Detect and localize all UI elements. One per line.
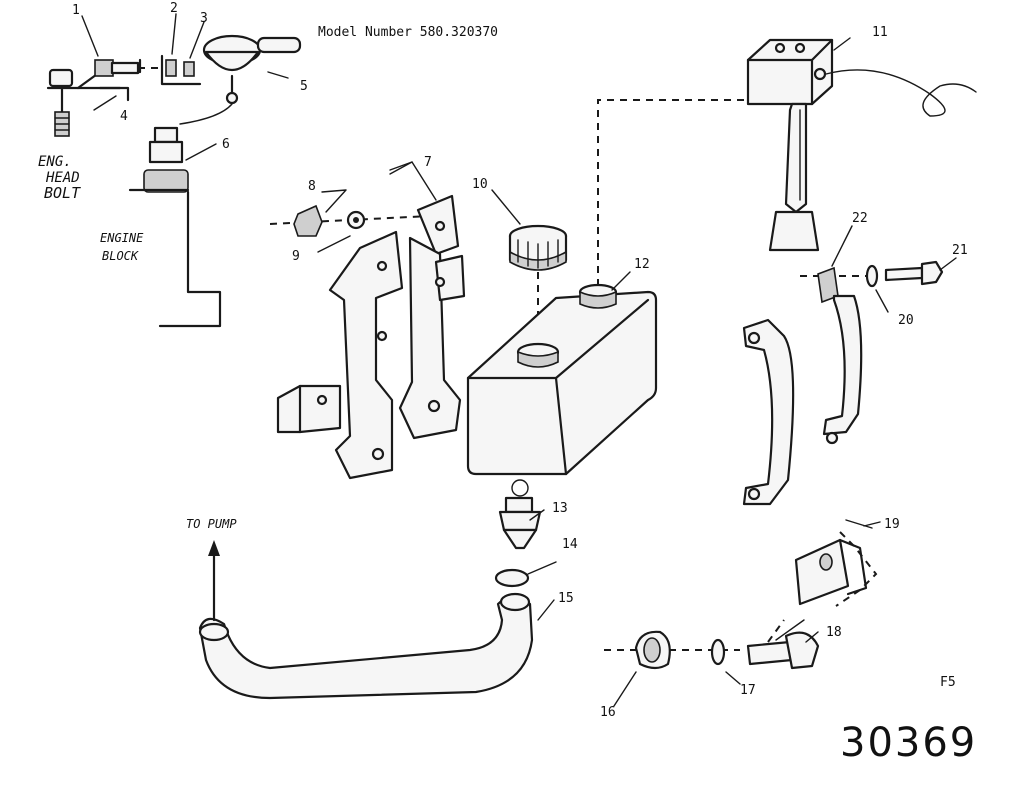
fuel-line [198,479,557,700]
callout-15: 15 [558,591,574,606]
callout-20: 20 [898,313,914,328]
callout-6: 6 [222,137,230,152]
drawing-number: 30369 [840,720,977,766]
callout-9: 9 [292,249,300,264]
callout-5: 5 [300,79,308,94]
model-number-text: Model Number 580.320370 [318,25,498,40]
engine-block-switch [128,126,222,328]
callout-17: 17 [740,683,756,698]
callout-3: 3 [200,11,208,26]
callout-16: 16 [600,705,616,720]
callout-numbers: 1 2 3 4 5 6 7 8 9 10 11 12 13 14 15 16 1… [72,1,968,720]
bottom-right-fittings [604,519,881,707]
to-pump-label: TO PUMP [186,517,237,531]
callout-10: 10 [472,177,488,192]
tank-straps [742,225,957,506]
sensor-assembly [746,37,977,252]
callout-7: 7 [424,155,432,170]
callout-22: 22 [852,211,868,226]
callout-21: 21 [952,243,968,258]
callout-leaders-top-left [81,13,289,161]
fuel-cap [491,189,568,336]
callout-1: 1 [72,3,80,18]
eng-head-bolt-label-2: HEAD [45,170,80,186]
eng-head-bolt-label-3: BOLT [44,184,81,202]
callout-2: 2 [170,1,178,16]
eng-head-bolt-label-1: ENG. [38,154,72,170]
engine-block-label-1: ENGINE [100,231,144,245]
callout-18: 18 [826,625,842,640]
callout-4: 4 [120,109,128,124]
callout-12: 12 [634,257,650,272]
callout-11: 11 [872,25,888,40]
callout-8: 8 [308,179,316,194]
engine-block-label-2: BLOCK [102,249,139,263]
figure-code: F5 [940,675,956,690]
callout-leaders-brackets [317,161,437,253]
tank-support-brackets [269,194,466,480]
callout-14: 14 [562,537,578,552]
fuel-tank [466,99,748,476]
callout-19: 19 [884,517,900,532]
head-bolt-assembly [46,34,302,137]
callout-13: 13 [552,501,568,516]
